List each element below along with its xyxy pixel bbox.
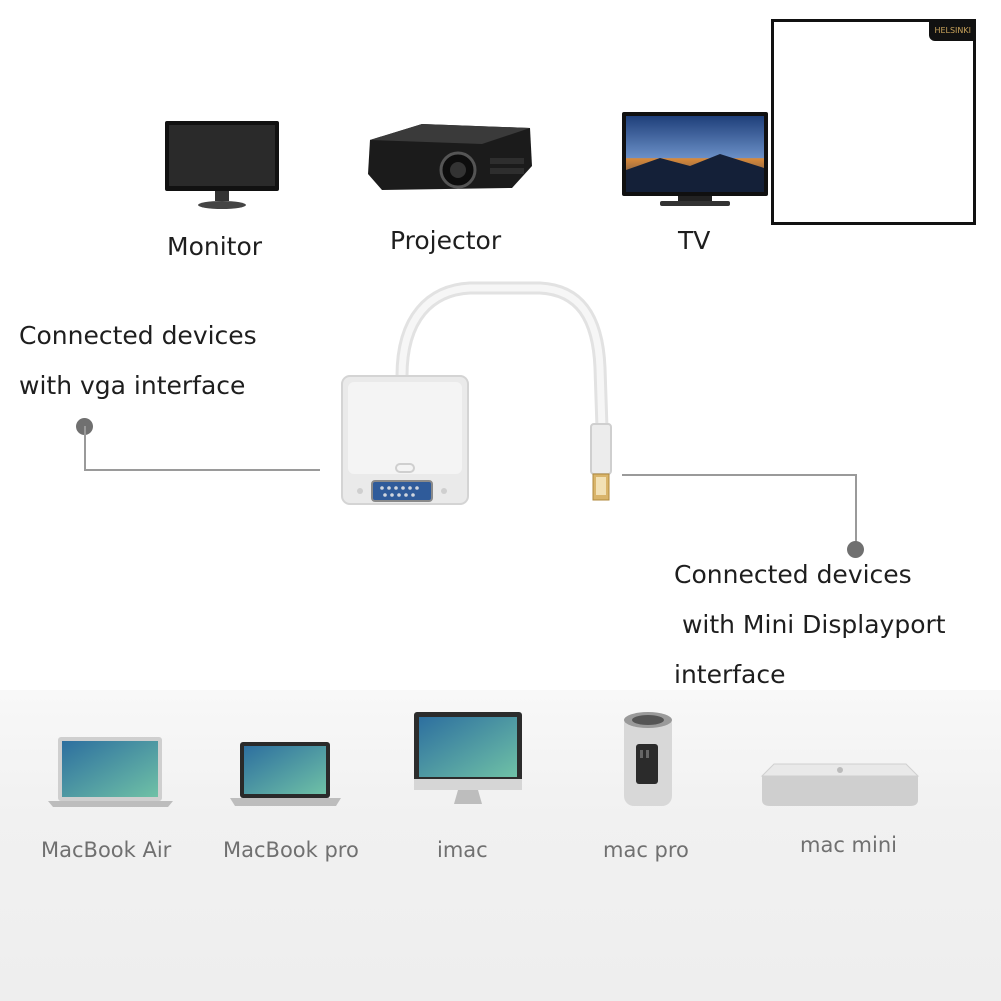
macbook-pro-icon bbox=[230, 742, 341, 806]
vga-leader-vertical bbox=[84, 426, 86, 470]
macbook-air-icon bbox=[48, 737, 173, 807]
tv-label: TV bbox=[678, 226, 711, 255]
imac-icon bbox=[414, 712, 522, 804]
monitor-icon bbox=[165, 121, 279, 209]
mdp-leader-vertical bbox=[855, 474, 857, 544]
macbook-pro-label: MacBook pro bbox=[223, 838, 359, 862]
vga-caption-line1: Connected devices bbox=[19, 321, 257, 350]
mac-pro-icon bbox=[624, 712, 672, 806]
vga-caption-line2: with vga interface bbox=[19, 371, 246, 400]
mac-pro-label: mac pro bbox=[603, 838, 689, 862]
stamp-tab: HELSINKI bbox=[929, 22, 973, 41]
monitor-label: Monitor bbox=[167, 232, 263, 261]
mdp-caption-line2: with Mini Displayport bbox=[674, 610, 946, 639]
adapter-icon bbox=[341, 281, 612, 505]
mdp-leader-dot bbox=[847, 541, 864, 558]
macbook-air-label: MacBook Air bbox=[41, 838, 172, 862]
projector-icon bbox=[368, 124, 532, 190]
stamp-text: HELSINKI bbox=[934, 26, 971, 35]
imac-label: imac bbox=[437, 838, 488, 862]
mac-mini-icon bbox=[760, 763, 920, 806]
mdp-leader-horizontal bbox=[622, 474, 856, 476]
projector-label: Projector bbox=[390, 226, 502, 255]
mac-mini-label: mac mini bbox=[800, 833, 897, 857]
vga-leader-horizontal bbox=[84, 469, 320, 471]
tv-icon bbox=[622, 112, 768, 206]
stamp-frame: HELSINKI bbox=[771, 19, 976, 225]
mdp-caption-line3: interface bbox=[674, 660, 786, 689]
mdp-caption-line1: Connected devices bbox=[674, 560, 912, 589]
